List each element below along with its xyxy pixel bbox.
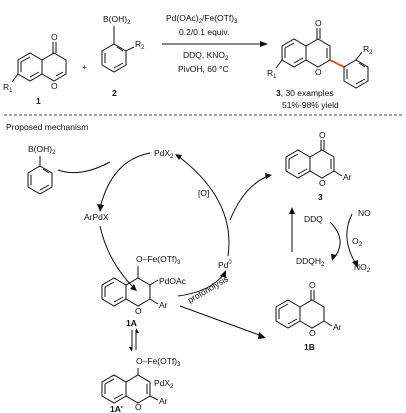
- mech3-ar: Ar: [343, 172, 352, 182]
- compound-2-label: 2: [112, 88, 117, 98]
- r1-label-3: R1: [267, 68, 277, 80]
- 1a-ring-o: O: [135, 306, 142, 316]
- boronic-acid-label-mech: B(OH)2: [28, 144, 56, 156]
- intermediate-1a: O–Fe(OTf)3 PdOAc Ar O: [101, 254, 187, 316]
- 1a-prime-fe-otf: O–Fe(OTf)3: [136, 356, 181, 368]
- oxidant-label: [O]: [198, 188, 209, 198]
- compound-2-arylboronic-acid: B(OH)2 R2: [101, 14, 145, 73]
- mech-product-3-label: 3: [318, 192, 323, 202]
- arpdx-label: ArPdX: [84, 212, 109, 222]
- condition-loading: 0.2/0.1 equiv.: [179, 27, 229, 37]
- 1b-carbonyl-o: O: [309, 280, 316, 290]
- boronic-acid-label-top: B(OH)2: [103, 14, 131, 26]
- mech3-ring-o: O: [319, 178, 326, 188]
- intermediate-1a-label: 1A: [126, 318, 137, 328]
- carbonyl-o-1: O: [51, 32, 58, 42]
- product-1b-flavanone: O O Ar: [275, 280, 342, 338]
- carbonyl-o-3: O: [315, 18, 322, 28]
- reaction-conditions: Pd(OAc)2/Fe(OTf)3 0.2/0.1 equiv. DDQ, KN…: [162, 13, 268, 74]
- mechanism-title: Proposed mechanism: [6, 122, 88, 132]
- compound-1-chromone: O O R1: [3, 32, 67, 94]
- plus-sign: +: [82, 62, 87, 72]
- mechanism-product-3: O O Ar: [285, 130, 352, 188]
- no-label: NO: [358, 208, 371, 218]
- ring-o-1: O: [51, 81, 58, 91]
- pd0-label: Pd0: [218, 260, 232, 270]
- intermediate-1a-prime-label: 1A': [110, 404, 123, 413]
- pdx2-label: PdX2: [154, 148, 174, 160]
- ddq-label: DDQ: [304, 214, 323, 224]
- no2-label: NO2: [354, 262, 371, 274]
- 1a-prime-ring-o: O: [135, 402, 142, 412]
- catalytic-cycle: [57, 152, 272, 297]
- 1a-prime-pdx2: PdX2: [154, 378, 174, 390]
- condition-oxidant: DDQ, KNO2: [183, 50, 229, 62]
- condition-catalyst: Pd(OAc)2/Fe(OTf)3: [166, 13, 238, 25]
- 1a-pdoac: PdOAc: [159, 276, 187, 286]
- product-3-yield: 51%-98% yield: [282, 100, 339, 110]
- ddqh2-label: DDQH2: [296, 256, 325, 268]
- compound-1-label: 1: [36, 96, 41, 106]
- protonolysis-label: protonolysis: [186, 274, 230, 305]
- 1a-prime-ar: Ar: [159, 396, 168, 406]
- 1b-ar: Ar: [333, 322, 342, 332]
- ddq-no-cycle: DDQ DDQH2 NO O2 NO2: [289, 207, 371, 274]
- ring-o-3: O: [315, 67, 322, 77]
- r2-label-2: R2: [135, 39, 145, 51]
- intermediate-1a-prime: O–Fe(OTf)3 PdX2 Ar O: [101, 356, 181, 412]
- equilibrium-arrows: [129, 328, 139, 352]
- phenylboronic-acid: B(OH)2: [27, 144, 56, 195]
- r1-label: R1: [3, 82, 13, 94]
- 1a-fe-otf: O–Fe(OTf)3: [136, 254, 181, 266]
- product-3-flavone: O O R1 R2: [267, 18, 373, 89]
- 1b-ring-o: O: [309, 328, 316, 338]
- r2-label-3: R2: [363, 44, 373, 56]
- mech3-carbonyl-o: O: [319, 130, 326, 140]
- 1a-ar: Ar: [159, 300, 168, 310]
- o2-label: O2: [352, 236, 363, 248]
- product-3-caption: 3, 30 examples: [276, 88, 334, 98]
- condition-solvent-temp: PivOH, 60 °C: [178, 64, 229, 74]
- product-1b-label: 1B: [304, 342, 315, 352]
